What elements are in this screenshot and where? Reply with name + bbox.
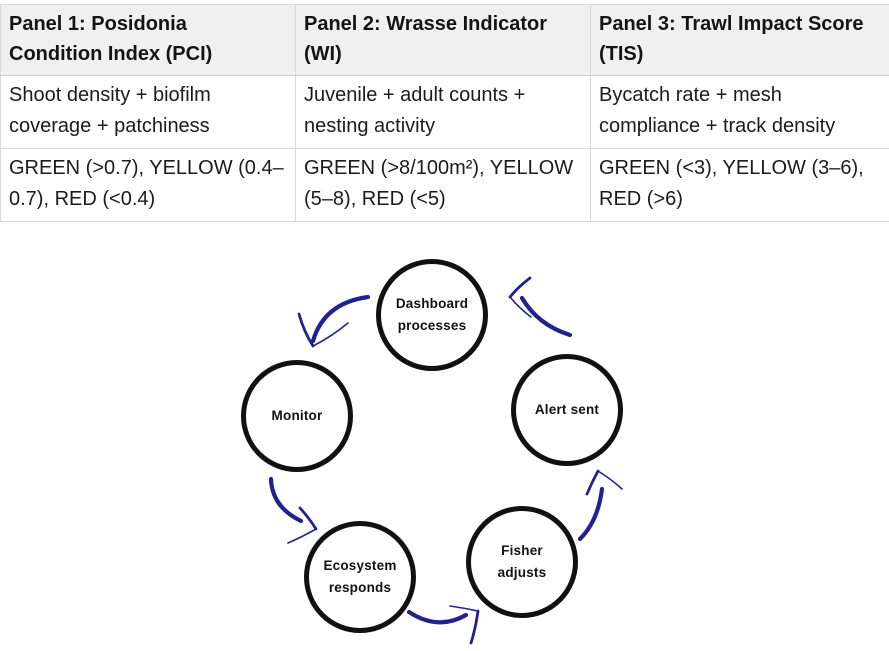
table-components-row: Shoot density + biofilm coverage + patch…	[0, 75, 889, 149]
panel3-thresholds-cell: GREEN (<3), YELLOW (3–6), RED (>6)	[590, 148, 889, 222]
table-thresholds-row: GREEN (>0.7), YELLOW (0.4–0.7), RED (<0.…	[0, 148, 889, 222]
arrow-ecosystem-to-fisher	[406, 605, 480, 645]
panel-table: Panel 1: Posidonia Condition Index (PCI)…	[0, 4, 889, 222]
node-alert-sent: Alert sent	[511, 354, 623, 466]
node-ecosystem-responds-label: Ecosystem responds	[323, 558, 397, 595]
node-ecosystem-responds: Ecosystem responds	[304, 521, 416, 633]
panel2-thresholds-cell: GREEN (>8/100m²), YELLOW (5–8), RED (<5)	[295, 148, 591, 222]
node-dashboard-processes: Dashboard processes	[376, 259, 488, 371]
panel1-header-cell: Panel 1: Posidonia Condition Index (PCI)	[0, 4, 296, 76]
panel2-header-cell: Panel 2: Wrasse Indicator (WI)	[295, 4, 591, 76]
panel3-components-cell: Bycatch rate + mesh compliance + track d…	[590, 75, 889, 149]
arrow-dashboard-to-monitor	[297, 294, 371, 348]
arrow-monitor-to-ecosystem	[268, 476, 318, 544]
node-fisher-adjusts-label: Fisher adjusts	[497, 543, 547, 580]
node-monitor-label: Monitor	[271, 408, 323, 424]
node-fisher-adjusts: Fisher adjusts	[466, 506, 578, 618]
panel1-components-cell: Shoot density + biofilm coverage + patch…	[0, 75, 296, 149]
panel1-thresholds-cell: GREEN (>0.7), YELLOW (0.4–0.7), RED (<0.…	[0, 148, 296, 222]
panel3-header-cell: Panel 3: Trawl Impact Score (TIS)	[590, 4, 889, 76]
arrow-fisher-to-alert	[577, 469, 623, 542]
node-dashboard-processes-label: Dashboard processes	[395, 296, 469, 333]
node-monitor: Monitor	[241, 360, 353, 472]
node-alert-sent-label: Alert sent	[534, 402, 600, 418]
table-header-row: Panel 1: Posidonia Condition Index (PCI)…	[0, 4, 889, 76]
arrow-alert-to-dashboard	[508, 276, 573, 338]
panel2-components-cell: Juvenile + adult counts + nesting activi…	[295, 75, 591, 149]
